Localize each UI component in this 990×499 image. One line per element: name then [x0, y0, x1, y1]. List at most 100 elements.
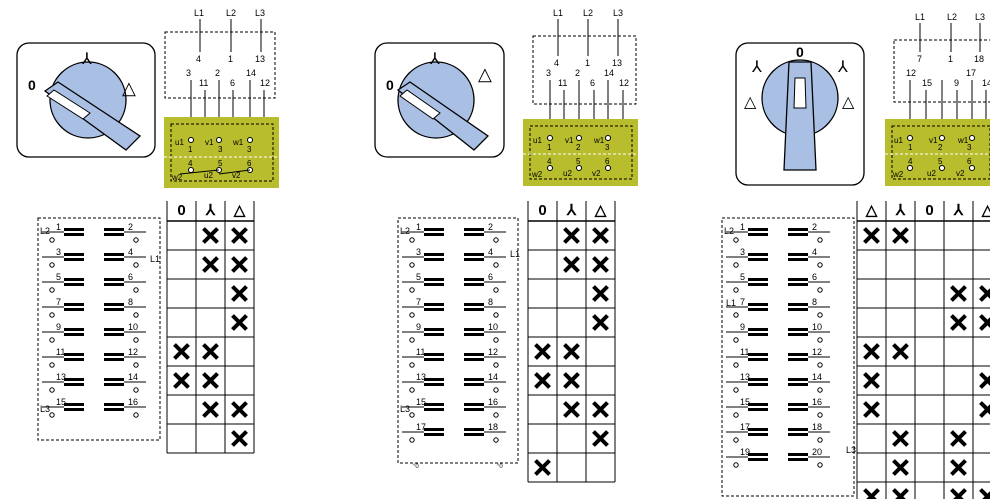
svg-text:5: 5 [576, 157, 581, 166]
svg-text:12: 12 [619, 78, 629, 88]
label-l2: L2 [40, 226, 50, 236]
x-mark [231, 227, 248, 244]
contact-number: 17 [416, 422, 426, 432]
supply-terminals-c: L1 L2 L3 7 1 18 12 15 9 17 14 [893, 12, 990, 140]
handle-left-label: △ [744, 94, 757, 111]
x-mark [950, 430, 967, 447]
table-header: 0 [177, 202, 185, 219]
svg-text:u2: u2 [563, 169, 572, 178]
x-mark [202, 401, 219, 418]
handle-right-label: △ [842, 94, 855, 111]
contact-number: 12 [488, 347, 498, 357]
svg-text:3: 3 [186, 68, 191, 78]
switch-table-c: △⅄0⅄△ [856, 201, 990, 499]
svg-text:u1: u1 [533, 136, 542, 145]
x-mark [979, 401, 990, 418]
contact-number: 7 [740, 297, 745, 307]
svg-text:5: 5 [938, 157, 943, 166]
svg-text:3: 3 [247, 145, 252, 154]
x-mark [950, 459, 967, 476]
contact-number: 2 [488, 222, 493, 232]
table-header: △ [981, 202, 990, 219]
svg-text:5: 5 [218, 159, 223, 168]
contact-number: 6 [128, 272, 133, 282]
contact-number: 7 [416, 297, 421, 307]
x-mark [563, 401, 580, 418]
svg-text:1: 1 [585, 58, 590, 68]
svg-text:6: 6 [247, 159, 252, 168]
svg-text:L3: L3 [975, 12, 985, 22]
x-mark [231, 256, 248, 273]
contact-number: 9 [56, 322, 61, 332]
svg-text:L3: L3 [400, 404, 410, 414]
svg-text:15: 15 [922, 78, 932, 88]
svg-text:u2: u2 [927, 169, 936, 178]
x-mark [202, 256, 219, 273]
x-mark [202, 343, 219, 360]
x-mark [231, 401, 248, 418]
panel-a: 0 △ ⅄ L1 L2 L3 4 1 13 3 11 2 6 14 12 [16, 8, 279, 454]
l2-label: L2 [226, 8, 236, 18]
x-mark [863, 227, 880, 244]
contact-number: 11 [740, 347, 749, 357]
contact-number: 8 [488, 297, 493, 307]
table-header: △ [233, 202, 246, 219]
contact-number: 17 [740, 422, 750, 432]
handle-top-star-label: ⅄ [429, 51, 440, 68]
svg-text:L3: L3 [613, 8, 623, 18]
contact-number: 5 [56, 272, 61, 282]
contact-number: 4 [812, 247, 817, 257]
svg-text:9: 9 [954, 78, 959, 88]
x-mark [592, 227, 609, 244]
x-mark [892, 488, 909, 499]
x-mark [563, 343, 580, 360]
svg-text:11: 11 [558, 78, 567, 88]
x-mark [534, 343, 551, 360]
table-header: ⅄ [205, 202, 216, 219]
handle-right-label: △ [478, 64, 492, 84]
handle-right-label: △ [122, 78, 136, 98]
svg-text:v1: v1 [565, 136, 574, 145]
contact-number: 12 [128, 347, 138, 357]
motor-terminal-box-a: u1 v1 w1 1 3 3 4 5 6 w2 u2 v2 [164, 117, 279, 188]
x-mark [892, 227, 909, 244]
x-mark [892, 459, 909, 476]
svg-text:1: 1 [228, 54, 233, 64]
table-header: △ [865, 202, 878, 219]
svg-text:2: 2 [938, 143, 943, 152]
x-mark [202, 372, 219, 389]
x-mark [979, 372, 990, 389]
x-mark [863, 401, 880, 418]
svg-text:L1: L1 [726, 298, 736, 308]
svg-text:6: 6 [605, 157, 610, 166]
svg-text:3: 3 [218, 145, 223, 154]
svg-text:7: 7 [917, 54, 922, 64]
label-l3: L3 [40, 404, 50, 414]
x-mark [563, 372, 580, 389]
svg-text:4: 4 [547, 157, 552, 166]
x-mark [592, 314, 609, 331]
svg-text:6: 6 [230, 78, 235, 88]
x-mark [863, 372, 880, 389]
x-mark [950, 285, 967, 302]
supply-terminals-a: L1 L2 L3 4 1 13 3 11 2 6 14 12 [164, 8, 276, 140]
contact-number: 15 [416, 397, 426, 407]
contact-number: 16 [128, 397, 138, 407]
svg-text:L3: L3 [846, 445, 856, 455]
x-mark [173, 343, 190, 360]
contact-number: 19 [740, 447, 750, 457]
handle-left-label: 0 [386, 77, 394, 93]
svg-text:11: 11 [199, 78, 208, 88]
x-mark [592, 256, 609, 273]
